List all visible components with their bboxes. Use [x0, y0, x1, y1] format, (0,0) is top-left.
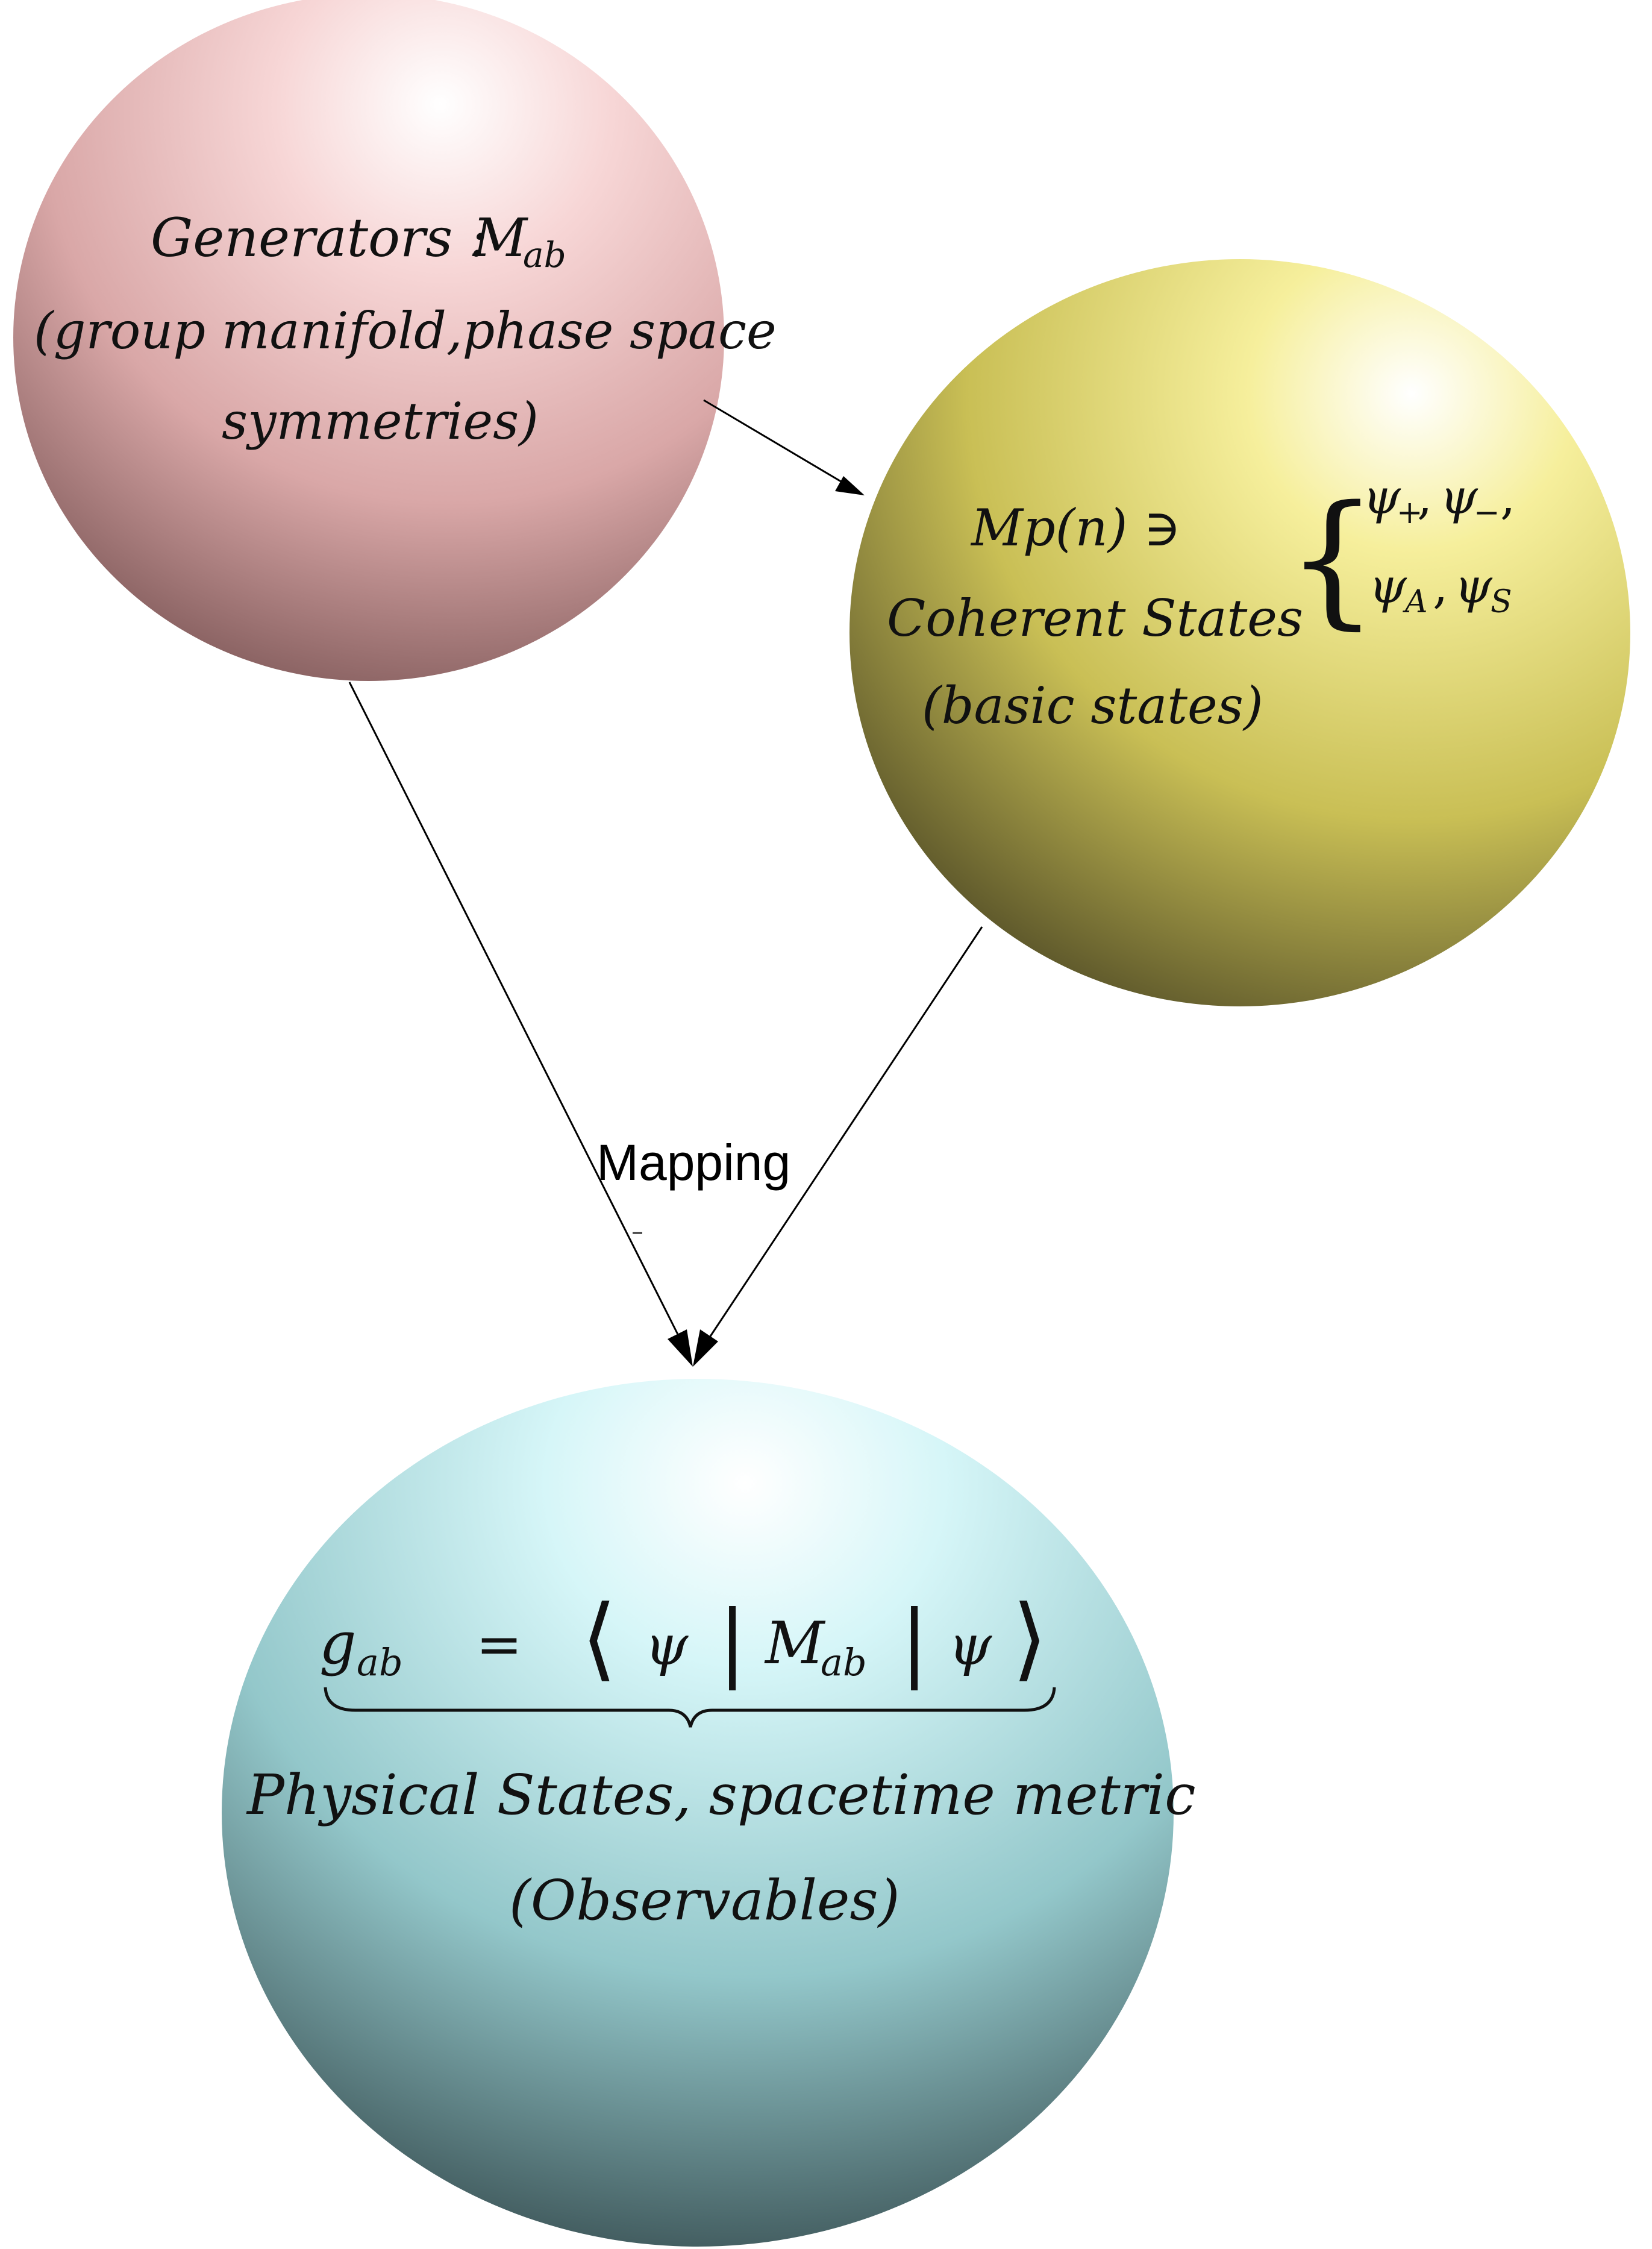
psi-s-subscript: S [1491, 584, 1512, 620]
comma-3: , [1433, 558, 1448, 614]
coherent-states-sphere [849, 259, 1630, 1006]
psi-a: ψ [1369, 558, 1407, 614]
psi-s: ψ [1454, 558, 1493, 614]
bar-right: | [900, 1593, 928, 1691]
psi-plus-subscript: + [1397, 495, 1423, 531]
psi-left: ψ [645, 1613, 689, 1678]
generators-sphere [13, 0, 724, 681]
generators-line2: (group manifold,phase space [34, 301, 777, 360]
edge-generators-to-coherent-arrowhead [835, 476, 865, 495]
comma-2: , [1500, 469, 1515, 525]
coherent-text: Mp(n) ∋ Coherent States (basic states) {… [887, 469, 1515, 735]
physical-states-sphere [222, 1379, 1174, 2247]
underbrace [324, 1687, 1056, 1728]
physical-states-label: Physical States, spacetime metric [246, 1763, 1196, 1827]
generators-line3: symmetries) [222, 392, 539, 451]
psi-minus-subscript: − [1474, 495, 1500, 531]
generators-label: Generators : [151, 207, 487, 269]
bar-left: | [718, 1593, 746, 1691]
m-subscript: ab [821, 1640, 867, 1684]
coherent-states-label: Coherent States [887, 589, 1303, 648]
edge-generators-to-physical-arrowhead [668, 1329, 693, 1367]
edge-coherent-to-physical [700, 926, 983, 1350]
right-angle-bracket: ⟩ [1012, 1586, 1048, 1691]
g-symbol: g [319, 1610, 356, 1677]
left-angle-bracket: ⟨ [581, 1586, 617, 1691]
generators-m-symbol: M [472, 207, 528, 269]
edge-generators-to-physical [348, 682, 687, 1350]
edge-generators-to-coherent [703, 399, 861, 494]
equals-sign: = [476, 1612, 522, 1677]
psi-a-subscript: A [1403, 584, 1428, 620]
mapping-label: Mapping [596, 1134, 790, 1191]
edge-coherent-to-physical-arrowhead [693, 1329, 718, 1367]
psi-minus: ψ [1440, 469, 1478, 525]
g-subscript: ab [357, 1640, 403, 1684]
m-symbol: M [764, 1610, 826, 1677]
psi-plus: ψ [1363, 469, 1401, 525]
generators-text: Generators : M ab (group manifold,phase … [34, 207, 777, 451]
physical-text: g ab = ⟨ ψ | M ab | ψ ⟩ Physical States,… [246, 1586, 1196, 1933]
basic-states-label: (basic states) [922, 676, 1263, 735]
mp-n-label: Mp(n) ∋ [970, 498, 1181, 557]
states-brace: { [1286, 474, 1378, 643]
observables-label: (Observables) [509, 1868, 900, 1933]
comma-1: , [1417, 469, 1432, 525]
edges [348, 399, 983, 1367]
generators-m-subscript: ab [523, 234, 566, 275]
psi-right: ψ [948, 1613, 992, 1678]
